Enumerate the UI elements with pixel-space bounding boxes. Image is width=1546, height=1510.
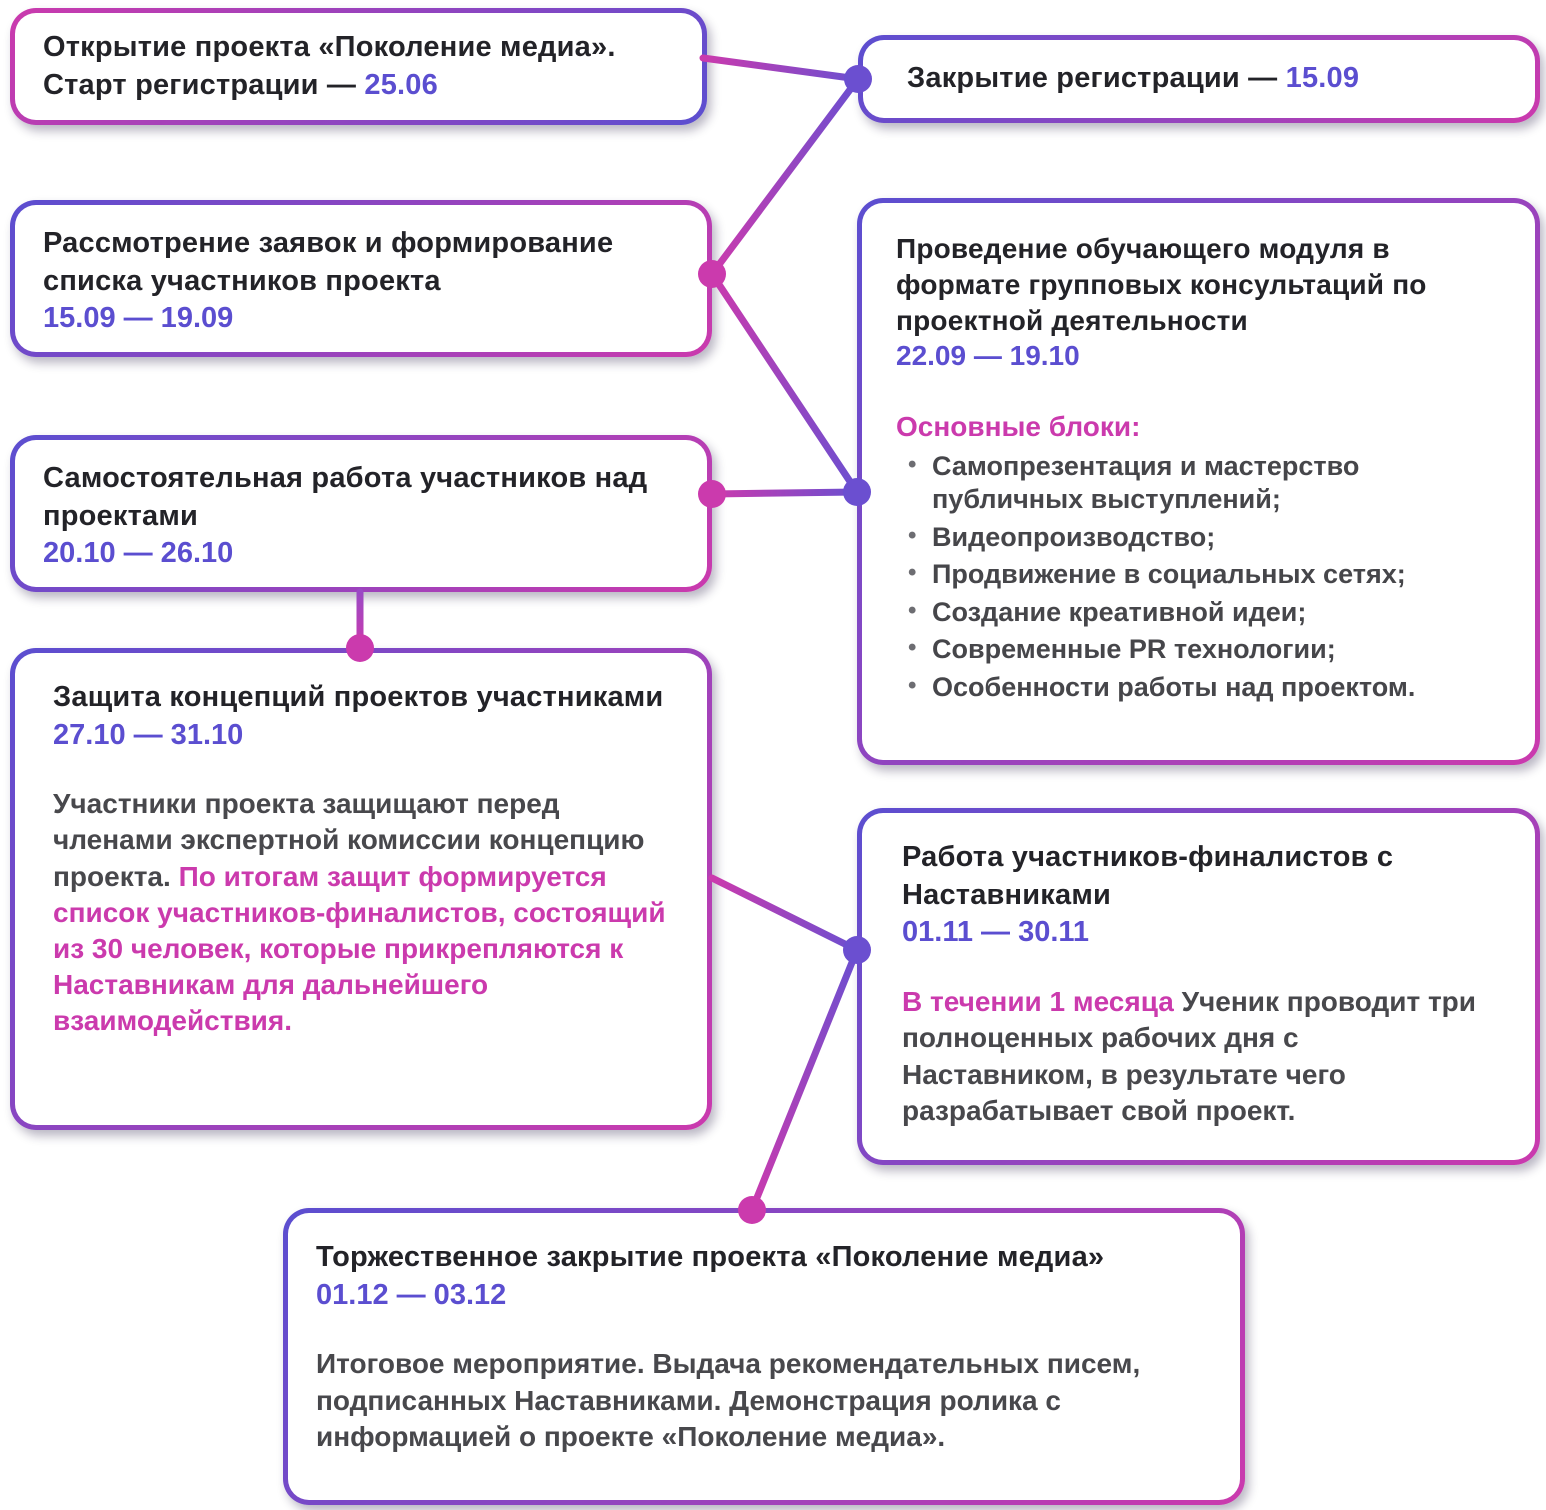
module-bullet: Создание креативной идеи; <box>896 596 1501 629</box>
module-bullet: Особенности работы над проектом. <box>896 671 1501 704</box>
connector-line-selfwork-module <box>708 488 861 498</box>
mentors-date: 01.11 — 30.11 <box>902 916 1090 949</box>
module-bullet: Современные PR технологии; <box>896 633 1501 666</box>
regclose-title: Закрытие регистрации — 15.09 <box>907 60 1359 98</box>
mentors-body-plain: Ученик проводит три полноценных рабочих … <box>902 986 1476 1127</box>
timeline-box-opening: Открытие проекта «Поколение медиа». Стар… <box>10 8 707 125</box>
closing-date: 01.12 — 03.12 <box>316 1278 507 1311</box>
timeline-box-registration-close: Закрытие регистрации — 15.09 <box>858 35 1540 123</box>
regclose-date: 15.09 <box>1285 62 1360 95</box>
regclose-title-text: Закрытие регистрации — <box>907 62 1286 95</box>
defense-body-plain: Участники проекта защищают перед членами… <box>53 788 645 892</box>
timeline-box-selfwork: Самостоятельная работа участников над пр… <box>10 435 712 592</box>
module-date: 22.09 — 19.10 <box>896 340 1080 372</box>
defense-title: Защита концепций проектов участниками <box>53 681 664 713</box>
module-bullet-list: Самопрезентация и мастерство публичных в… <box>896 450 1501 704</box>
module-title: Проведение обучающего модуля в формате г… <box>896 233 1427 336</box>
closing-body: Итоговое мероприятие. Выдача рекомендате… <box>316 1348 1141 1453</box>
selfwork-title: Самостоятельная работа участников над пр… <box>43 462 648 532</box>
closing-title: Торжественное закрытие проекта «Поколени… <box>316 1241 1105 1273</box>
connector-line-review-module <box>708 270 861 496</box>
mentors-title: Работа участников-финалистов с Наставник… <box>902 841 1394 911</box>
opening-title-text: Открытие проекта «Поколение медиа». Стар… <box>43 30 616 101</box>
connector-line-defense-mentors <box>708 874 861 954</box>
timeline-box-module: Проведение обучающего модуля в формате г… <box>857 198 1540 765</box>
selfwork-date: 20.10 — 26.10 <box>43 537 234 570</box>
timeline-box-defense: Защита концепций проектов участниками 27… <box>10 648 712 1130</box>
module-blocks-label: Основные блоки: <box>896 410 1141 442</box>
timeline-box-closing: Торжественное закрытие проекта «Поколени… <box>283 1208 1245 1505</box>
module-bullet: Самопрезентация и мастерство публичных в… <box>896 450 1501 517</box>
timeline-box-mentors: Работа участников-финалистов с Наставник… <box>857 808 1540 1165</box>
module-bullet: Видеопроизводство; <box>896 521 1501 554</box>
timeline-box-review: Рассмотрение заявок и формирование списк… <box>10 200 712 357</box>
defense-body: Участники проекта защищают перед членами… <box>53 786 669 1039</box>
mentors-body-highlight: В течении 1 месяца <box>902 986 1182 1018</box>
defense-body-highlight: По итогам защит формируется список участ… <box>53 860 666 1037</box>
connector-line-mentors-closing <box>748 946 861 1214</box>
mentors-body: В течении 1 месяца Ученик проводит три п… <box>902 984 1495 1130</box>
opening-title: Открытие проекта «Поколение медиа». Стар… <box>43 29 674 104</box>
review-date: 15.09 — 19.09 <box>43 302 234 335</box>
connector-line-regclose-review <box>708 75 862 278</box>
defense-date: 27.10 — 31.10 <box>53 718 244 751</box>
review-title: Рассмотрение заявок и формирование списк… <box>43 227 614 297</box>
connector-line-opening-regclose <box>699 54 862 83</box>
module-bullet: Продвижение в социальных сетях; <box>896 558 1501 591</box>
opening-date: 25.06 <box>364 68 438 101</box>
